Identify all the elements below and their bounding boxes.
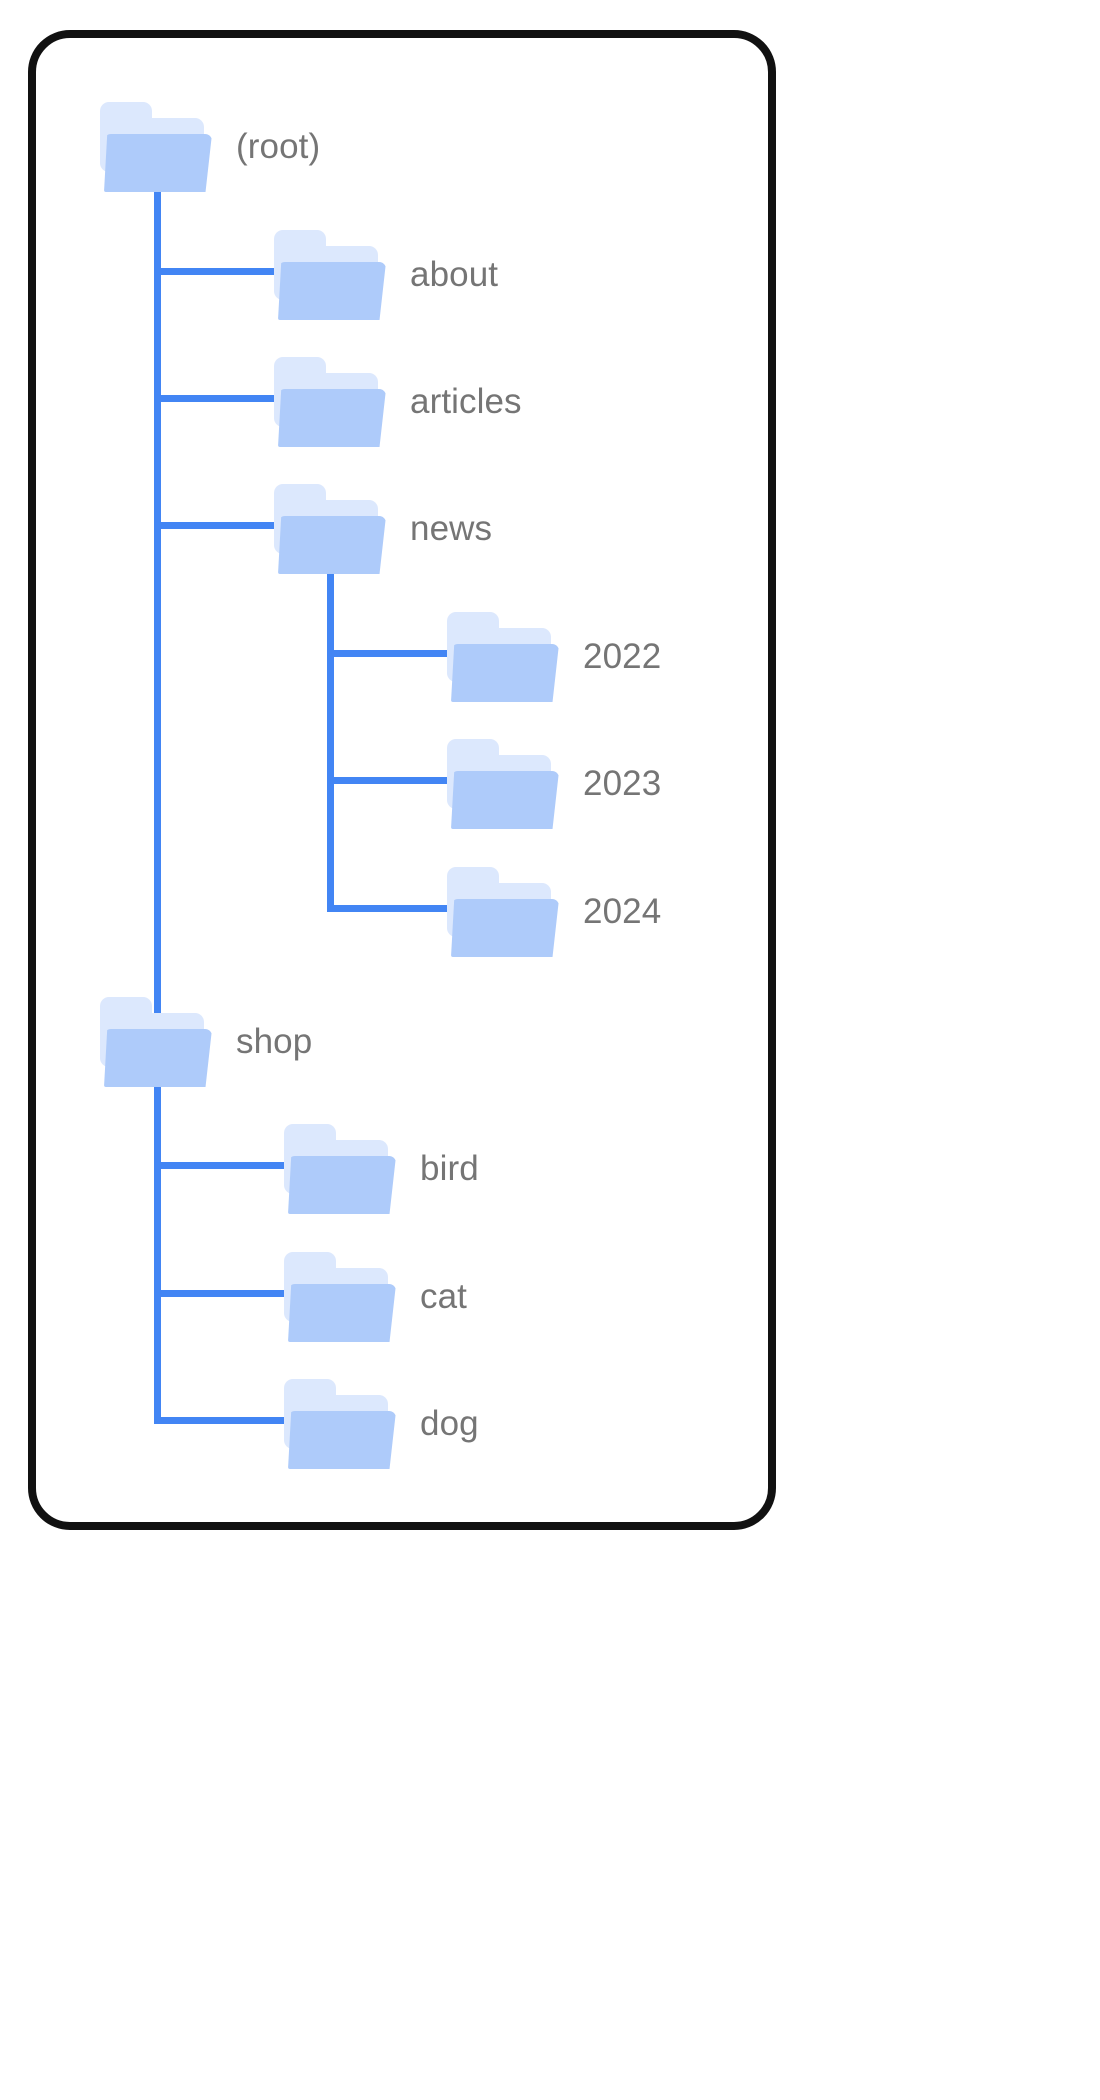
- folder-label-root: (root): [236, 126, 321, 166]
- folder-icon: [445, 737, 561, 829]
- connector-shop-bird: [154, 1162, 294, 1169]
- folder-icon: [98, 100, 214, 192]
- connector-news-2022: [327, 650, 457, 657]
- connector-root-articles: [154, 395, 284, 402]
- folder-icon: [282, 1250, 398, 1342]
- connector-root-about: [154, 268, 284, 275]
- folder-label-shop: shop: [236, 1021, 313, 1061]
- connector-shop-spine: [154, 1072, 161, 1417]
- folder-node-shop-cat[interactable]: cat: [282, 1250, 467, 1342]
- folder-label-news-2022: 2022: [583, 636, 662, 676]
- folder-icon: [98, 995, 214, 1087]
- folder-label-shop-bird: bird: [420, 1148, 479, 1188]
- connector-news-2023: [327, 777, 457, 784]
- folder-icon: [272, 228, 388, 320]
- folder-icon: [272, 482, 388, 574]
- folder-node-articles[interactable]: articles: [272, 355, 522, 447]
- folder-node-shop-bird[interactable]: bird: [282, 1122, 479, 1214]
- connector-root-news: [154, 522, 284, 529]
- folder-node-shop[interactable]: shop: [98, 995, 312, 1087]
- connector-news-spine: [327, 560, 334, 912]
- folder-node-news[interactable]: news: [272, 482, 492, 574]
- folder-label-shop-cat: cat: [420, 1276, 467, 1316]
- connector-shop-cat: [154, 1290, 294, 1297]
- connector-news-2024: [327, 905, 457, 912]
- folder-node-shop-dog[interactable]: dog: [282, 1377, 479, 1469]
- folder-icon: [282, 1377, 398, 1469]
- folder-node-root[interactable]: (root): [98, 100, 320, 192]
- folder-icon: [272, 355, 388, 447]
- folder-node-news-2022[interactable]: 2022: [445, 610, 661, 702]
- folder-node-news-2024[interactable]: 2024: [445, 865, 661, 957]
- folder-icon: [282, 1122, 398, 1214]
- folder-label-shop-dog: dog: [420, 1403, 479, 1443]
- connector-root-spine: [154, 178, 161, 1016]
- folder-label-news-2023: 2023: [583, 763, 662, 803]
- connector-shop-dog: [154, 1417, 294, 1424]
- folder-label-news-2024: 2024: [583, 891, 662, 931]
- folder-icon: [445, 865, 561, 957]
- folder-label-about: about: [410, 254, 499, 294]
- folder-label-news: news: [410, 508, 493, 548]
- folder-node-news-2023[interactable]: 2023: [445, 737, 661, 829]
- folder-icon: [445, 610, 561, 702]
- folder-node-about[interactable]: about: [272, 228, 498, 320]
- folder-label-articles: articles: [410, 381, 522, 421]
